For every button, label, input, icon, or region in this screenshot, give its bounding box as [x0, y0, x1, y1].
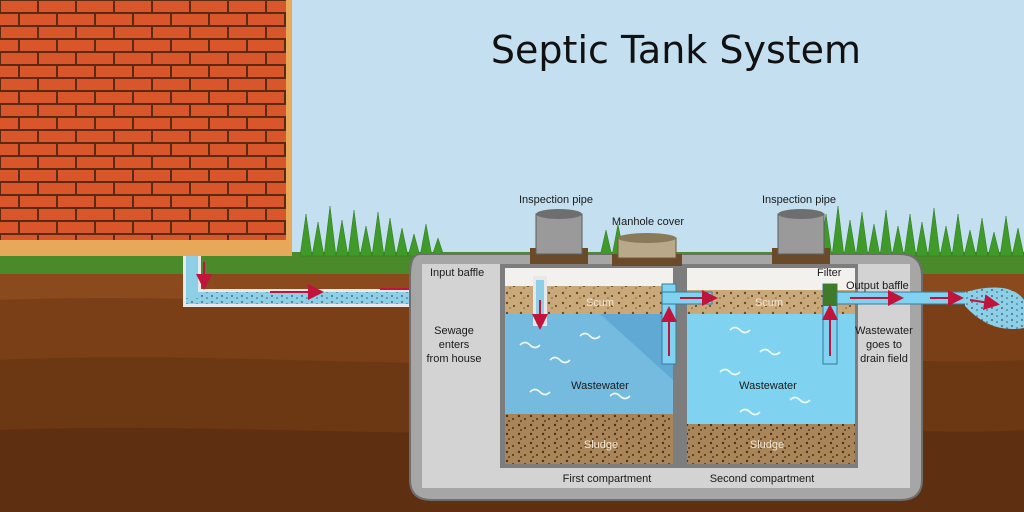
label-inspection-pipe-right: Inspection pipe [762, 194, 836, 206]
label-wastewater-right: Wastewater [739, 380, 797, 392]
label-sludge-right: Sludge [749, 439, 785, 451]
label-output-baffle: Output baffle [846, 280, 909, 292]
label-input-baffle: Input baffle [430, 267, 485, 279]
label-first-compartment: First compartment [562, 473, 652, 485]
label-manhole-cover: Manhole cover [611, 216, 685, 228]
transfer-pipe [661, 283, 718, 365]
label-sewage-enters: Sewage enters from house [426, 325, 482, 365]
label-wastewater-left: Wastewater [571, 380, 629, 392]
diagram-title: Septic Tank System [490, 28, 862, 72]
label-second-compartment: Second compartment [709, 473, 815, 485]
label-scum-right: Scum [754, 297, 784, 309]
house-brick-wall [0, 0, 292, 256]
inspection-pipe-left [530, 209, 588, 264]
label-drain-field: Wastewater goes to drain field [855, 325, 913, 365]
label-filter: Filter [817, 267, 842, 279]
outlet-filter [822, 283, 1024, 365]
label-sludge-left: Sludge [583, 439, 619, 451]
label-inspection-pipe-left: Inspection pipe [519, 194, 593, 206]
label-scum-left: Scum [585, 297, 615, 309]
inspection-pipe-right [772, 209, 830, 264]
input-baffle [532, 276, 548, 330]
manhole-cover [612, 233, 682, 266]
